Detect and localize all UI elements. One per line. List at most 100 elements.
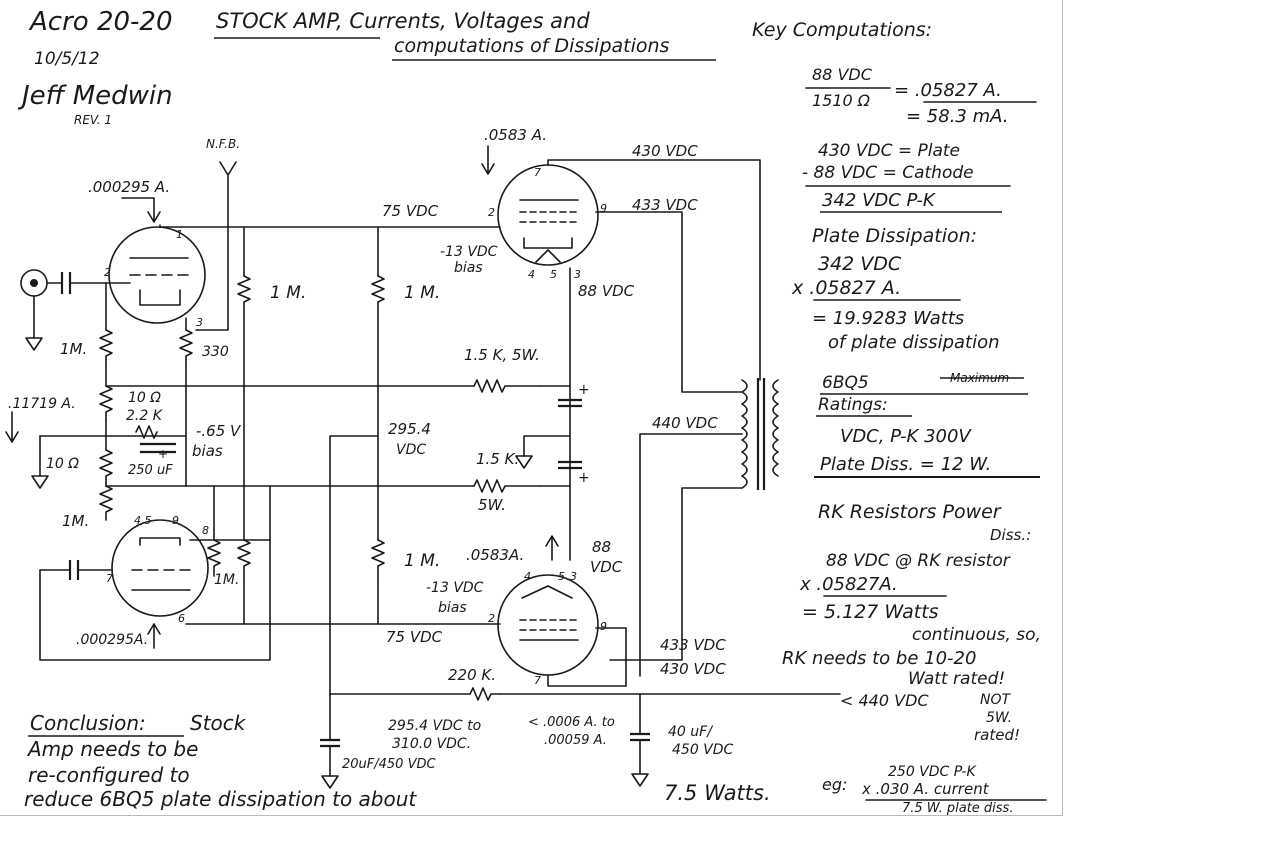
- title-line-1: STOCK AMP, Currents, Voltages and: [216, 9, 590, 33]
- resistor-10-ohm-bot: [99, 449, 113, 487]
- not-rated: rated!: [974, 726, 1020, 744]
- cathode-voltage-line: - 88 VDC = Cathode: [802, 163, 974, 183]
- resistor-1k5: [473, 479, 541, 493]
- r-1m-lr-label: 1M.: [214, 572, 239, 588]
- resistor-2k2: [135, 425, 158, 439]
- current-arrow-top: [121, 197, 161, 223]
- pin-6-label: 6: [178, 612, 185, 625]
- cap-plus-2: +: [578, 470, 590, 486]
- input-jack: [20, 269, 131, 351]
- resistor-220k: [469, 687, 501, 701]
- rk-result: = 5.127 Watts: [802, 601, 939, 623]
- frac-result-amps: = .05827 A.: [894, 80, 1002, 101]
- schematic-drawing: Acro 20-20 10/5/12 Jeff Medwin REV. 1 ST…: [5, 7, 1047, 815]
- v-vdc-label: VDC: [396, 442, 426, 458]
- resistor-1m-grid: [99, 329, 113, 366]
- r-10-label: 10 Ω: [128, 390, 161, 406]
- conclusion-line-1: Stock: [190, 711, 247, 735]
- v-88-bot-b: VDC: [590, 558, 623, 576]
- i-out-arrow-top: [481, 145, 495, 175]
- date-text: 10/5/12: [34, 49, 100, 69]
- r-2k2-label: 2.2 K: [126, 408, 164, 424]
- ground-40uf: [631, 773, 649, 787]
- cap-plus: +: [158, 447, 168, 461]
- not-text: NOT: [980, 692, 1011, 708]
- r-1m-d-label: 1 M.: [404, 551, 440, 571]
- ratings-box-line: [814, 476, 1040, 478]
- resistor-1m-a: [237, 275, 251, 313]
- lo-pin-3: 3: [570, 570, 577, 583]
- conclusion-line-3: re-configured to: [28, 763, 190, 787]
- model-title: Acro 20-20: [28, 7, 173, 37]
- rk-amps: x .05827A.: [799, 574, 898, 595]
- lo-pin-9: 9: [600, 620, 607, 633]
- resistor-10-ohm-top: [99, 385, 113, 421]
- pin-3-label: 3: [196, 316, 203, 329]
- output-tube-upper: [497, 164, 599, 266]
- r-1k5-label: 1.5 K.: [476, 450, 519, 468]
- revision-text: REV. 1: [74, 113, 112, 127]
- bias-13-bot: -13 VDC: [426, 580, 484, 596]
- plate-wire-lower: [609, 487, 743, 661]
- nfb-wire: [219, 161, 237, 228]
- out-pin-5: 5: [550, 268, 557, 281]
- plate-wire-430: [547, 159, 761, 381]
- output-tube-lower: [497, 574, 599, 676]
- cap-40uf-label-a: 40 uF/: [668, 724, 713, 740]
- max-pk-rating: VDC, P-K 300V: [840, 426, 972, 447]
- lower-screen-wire: [547, 627, 627, 687]
- plate-diss-heading: Plate Dissipation:: [812, 225, 977, 247]
- rk-diss: Diss.:: [990, 526, 1031, 544]
- input-tube-upper: [108, 224, 206, 324]
- cap-plus-1: +: [578, 382, 590, 398]
- pin-2-label: 2: [104, 266, 111, 279]
- resistor-1m-c: [237, 539, 251, 577]
- ground-20uf: [321, 775, 339, 789]
- r-1m-a-label: 1 M.: [270, 283, 306, 303]
- resistor-1k5-5w: [473, 379, 541, 393]
- screen-wire-433: [595, 211, 743, 393]
- out-pin-4: 4: [528, 268, 535, 281]
- v1-current-bot: .000295A.: [76, 632, 148, 648]
- nfb-loop: [195, 226, 229, 331]
- pk-voltage: 342 VDC P-K: [822, 190, 936, 211]
- eg-current: x .030 A. current: [861, 780, 990, 798]
- current-arrow-bot: [147, 623, 161, 649]
- bias-word-bot: bias: [438, 600, 467, 616]
- r-10-bot-label: 10 Ω: [46, 456, 79, 472]
- pin-9-label: 9: [172, 514, 179, 527]
- pin-8-label: 8: [202, 524, 209, 537]
- lo-pin-5: 5: [558, 570, 565, 583]
- lo-pin-4: 4: [524, 570, 531, 583]
- resistor-1m-d: [371, 539, 385, 577]
- v-430-bot: 430 VDC: [660, 660, 726, 678]
- r-1m-lower-label: 1M.: [62, 512, 89, 530]
- v-430-top: 430 VDC: [632, 142, 698, 160]
- output-transformer: [741, 378, 779, 490]
- resistor-330: [179, 329, 193, 367]
- plate-diss-caption: of plate dissipation: [828, 332, 1000, 353]
- computations-heading: Key Computations:: [752, 19, 932, 41]
- v-440-input: < 440 VDC: [840, 691, 929, 710]
- resistor-1m-lower: [99, 485, 113, 521]
- pin-1-label: 1: [176, 228, 183, 241]
- conclusion-line-4: reduce 6BQ5 plate dissipation to about: [24, 787, 417, 811]
- v-433-top: 433 VDC: [632, 196, 698, 214]
- conclusion-label: Conclusion:: [30, 711, 146, 735]
- bias-current: .11719 A.: [8, 396, 76, 412]
- r-330-label: 330: [202, 344, 229, 360]
- out-pin-3: 3: [574, 268, 581, 281]
- conclusion-line-2: Amp needs to be: [26, 737, 198, 761]
- bias-word-1: bias: [192, 442, 223, 460]
- ground-mid: [515, 455, 533, 469]
- out-pin-9: 9: [600, 202, 607, 215]
- resistor-1m-b: [371, 275, 385, 313]
- r-5w-label: 5W.: [478, 496, 506, 514]
- max-ratings: Ratings:: [818, 395, 888, 415]
- v-2954-label: 295.4: [388, 420, 431, 438]
- v-75-top: 75 VDC: [382, 202, 439, 220]
- conclusion-line-5: 7.5 Watts.: [664, 781, 771, 805]
- rk-needs: RK needs to be 10-20: [782, 648, 976, 669]
- pin-7-label: 7: [106, 572, 113, 585]
- bias-13-top: -13 VDC: [440, 244, 498, 260]
